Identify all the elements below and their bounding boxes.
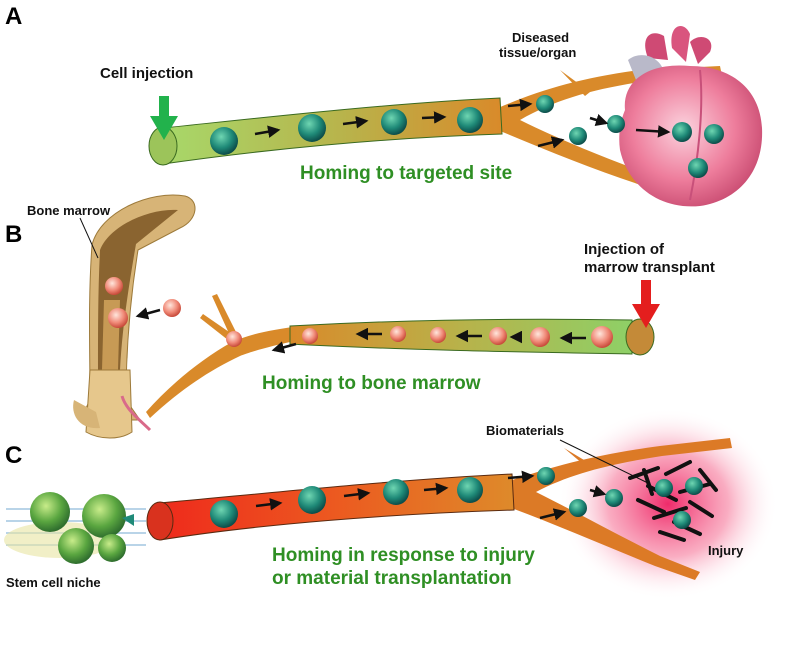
- diseased-heart: [619, 25, 763, 207]
- stem-cell: [688, 158, 708, 178]
- panel-a-branch-twig: [560, 70, 590, 96]
- stem-cell: [210, 127, 238, 155]
- injury-label: Injury: [708, 543, 744, 558]
- marrow-cell: [390, 326, 406, 342]
- panel-a: A Cell injection Diseased tissue/organ: [5, 3, 763, 207]
- panel-a-vessel: [162, 97, 503, 165]
- panel-b-cells: [105, 277, 613, 348]
- stem-cell: [673, 511, 691, 529]
- panel-c: C Stem cell niche: [4, 408, 778, 600]
- marrow-cell: [302, 328, 318, 344]
- panel-b-injection-arrow: [632, 280, 660, 328]
- panel-c-vessel-branches: [506, 438, 732, 580]
- marrow-injection-label-line2: marrow transplant: [584, 259, 715, 276]
- stem-cell: [381, 109, 407, 135]
- panel-a-letter: A: [5, 3, 22, 30]
- panel-a-flow-arrows: [254, 98, 671, 149]
- stem-cell-niche-label: Stem cell niche: [6, 575, 101, 590]
- panel-b-vessel-opening: [625, 318, 655, 356]
- panel-b-flow-arrows: [135, 307, 586, 354]
- panel-a-injection-arrow: [150, 96, 178, 140]
- marrow-cell: [163, 299, 181, 317]
- stem-cell: [685, 477, 703, 495]
- panel-c-letter: C: [5, 442, 22, 469]
- niche-cell: [30, 492, 70, 532]
- stem-cell: [457, 107, 483, 133]
- stem-cell: [607, 115, 625, 133]
- panel-c-branch-twig: [564, 448, 594, 470]
- marrow-cell: [226, 331, 242, 347]
- injury-glow: [558, 408, 778, 600]
- diseased-label-line1: Diseased: [512, 30, 569, 45]
- panel-b-branch-twig: [212, 294, 238, 340]
- stem-cell: [569, 499, 587, 517]
- niche-cell: [98, 534, 126, 562]
- niche-cell: [58, 528, 94, 564]
- panel-a-cells: [210, 95, 724, 178]
- stem-cell: [605, 489, 623, 507]
- stem-cell: [672, 122, 692, 142]
- stem-cell: [704, 124, 724, 144]
- marrow-cell: [591, 326, 613, 348]
- stem-cell: [569, 127, 587, 145]
- stem-cell: [298, 486, 326, 514]
- marrow-injection-label-line1: Injection of: [584, 241, 665, 258]
- marrow-cell: [108, 308, 128, 328]
- cell-injection-label: Cell injection: [100, 65, 193, 82]
- panel-a-vessel-branches: [498, 66, 722, 200]
- marrow-cell: [530, 327, 550, 347]
- stem-cell-niche: [4, 492, 146, 564]
- marrow-cell: [105, 277, 123, 295]
- panel-a-caption: Homing to targeted site: [300, 163, 512, 184]
- biomaterials-label: Biomaterials: [486, 423, 564, 438]
- marrow-cell: [489, 327, 507, 345]
- panel-b-caption: Homing to bone marrow: [262, 373, 481, 394]
- stem-cell: [457, 477, 483, 503]
- panel-c-caption-line1: Homing in response to injury: [272, 545, 535, 566]
- biomaterials-pointer: [559, 439, 651, 485]
- marrow-cell: [430, 327, 446, 343]
- panel-c-flow-arrows: [255, 470, 607, 521]
- stem-cell: [210, 500, 238, 528]
- panel-c-vessel-opening: [146, 501, 174, 541]
- stem-cell: [298, 114, 326, 142]
- panel-c-caption-line2: or material transplantation: [272, 568, 512, 589]
- panel-c-cells: [210, 467, 703, 529]
- diseased-label-line2: tissue/organ: [499, 45, 576, 60]
- panel-b: B Bone marrow Injection of marrow transp…: [5, 194, 715, 439]
- bone-marrow-label: Bone marrow: [27, 203, 111, 218]
- panel-b-branch-twig: [200, 314, 232, 340]
- niche-cell: [82, 494, 126, 538]
- bone-marrow-pointer: [79, 217, 99, 259]
- stem-cell: [537, 467, 555, 485]
- panel-b-vessel-branch: [146, 326, 300, 418]
- stem-cell: [655, 479, 673, 497]
- stem-cell: [383, 479, 409, 505]
- bone-illustration: [73, 194, 196, 439]
- stem-cell: [536, 95, 554, 113]
- panel-b-letter: B: [5, 221, 22, 248]
